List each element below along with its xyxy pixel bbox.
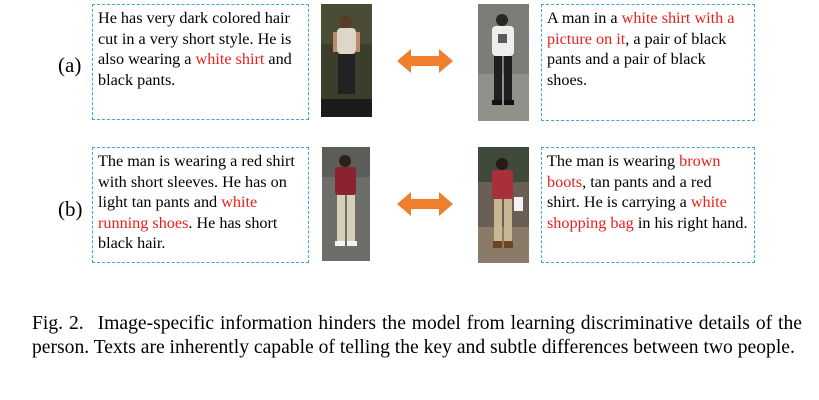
row-a-right-description: A man in a white shirt with a picture on… <box>541 4 755 121</box>
row-b-right-person-photo <box>478 147 529 263</box>
description-text: He has very dark colored hair cut in a v… <box>98 9 292 69</box>
row-a-double-arrow-icon <box>397 48 453 79</box>
description-text: , tan pants and a red shirt. He is carry… <box>547 172 712 212</box>
description-text: and black pants. <box>98 50 292 89</box>
highlighted-phrase: white shirt <box>195 50 265 69</box>
row-b-double-arrow-icon <box>397 191 453 222</box>
highlighted-phrase: white running shoes <box>98 193 258 232</box>
highlighted-phrase: brown boots <box>547 152 721 191</box>
caption-figure-number: Fig. 2. <box>32 313 84 334</box>
row-b-left-person-photo <box>322 147 370 261</box>
highlighted-phrase: white shirt with a picture on it <box>547 9 735 48</box>
row-a-left-person-photo <box>321 4 372 117</box>
description-text: The man is wearing <box>547 152 680 170</box>
figure-caption: Fig. 2.Image-specific information hinder… <box>32 312 802 359</box>
row-a-left-description: He has very dark colored hair cut in a v… <box>92 4 309 120</box>
description-text: . He has short black hair. <box>98 213 278 253</box>
description-text: The man is wearing a red shirt with shor… <box>98 152 295 212</box>
description-text: , a pair of black pants and a pair of bl… <box>547 29 727 89</box>
row-a-label: (a) <box>58 53 82 77</box>
row-b-label: (b) <box>58 197 83 221</box>
highlighted-phrase: white shopping bag <box>547 193 727 232</box>
row-b-right-description: The man is wearing brown boots, tan pant… <box>541 147 755 263</box>
row-a-right-person-photo <box>478 4 529 121</box>
caption-text: Image-specific information hinders the m… <box>32 313 802 358</box>
description-text: in his right hand. <box>633 213 748 232</box>
row-b-left-description: The man is wearing a red shirt with shor… <box>92 147 309 263</box>
description-text: A man in a <box>547 9 622 27</box>
